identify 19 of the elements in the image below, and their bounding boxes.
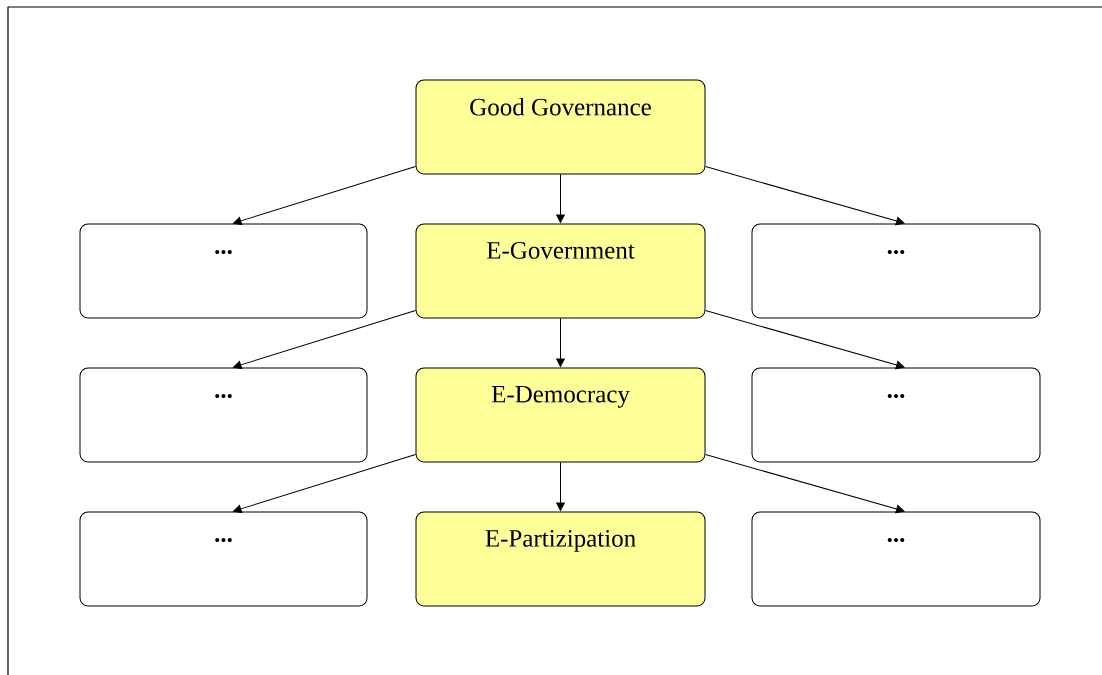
process-box: ...: [79, 367, 368, 463]
arrow: [556, 174, 565, 223]
arrow: [233, 166, 416, 226]
process-box: E-Democracy: [415, 367, 706, 463]
arrow: [705, 310, 905, 370]
process-box: ...: [751, 223, 1041, 319]
arrow: [705, 166, 905, 226]
arrow: [556, 318, 565, 367]
process-box: ...: [751, 511, 1041, 607]
process-box: ...: [79, 511, 368, 607]
process-box: Good Governance: [415, 79, 706, 175]
process-box: ...: [751, 367, 1041, 463]
arrow: [556, 462, 565, 511]
process-box: E-Partizipation: [415, 511, 706, 607]
process-box: ...: [79, 223, 368, 319]
arrow: [233, 454, 416, 514]
process-box: E-Government: [415, 223, 706, 319]
arrow: [705, 454, 905, 514]
arrow: [233, 310, 416, 370]
